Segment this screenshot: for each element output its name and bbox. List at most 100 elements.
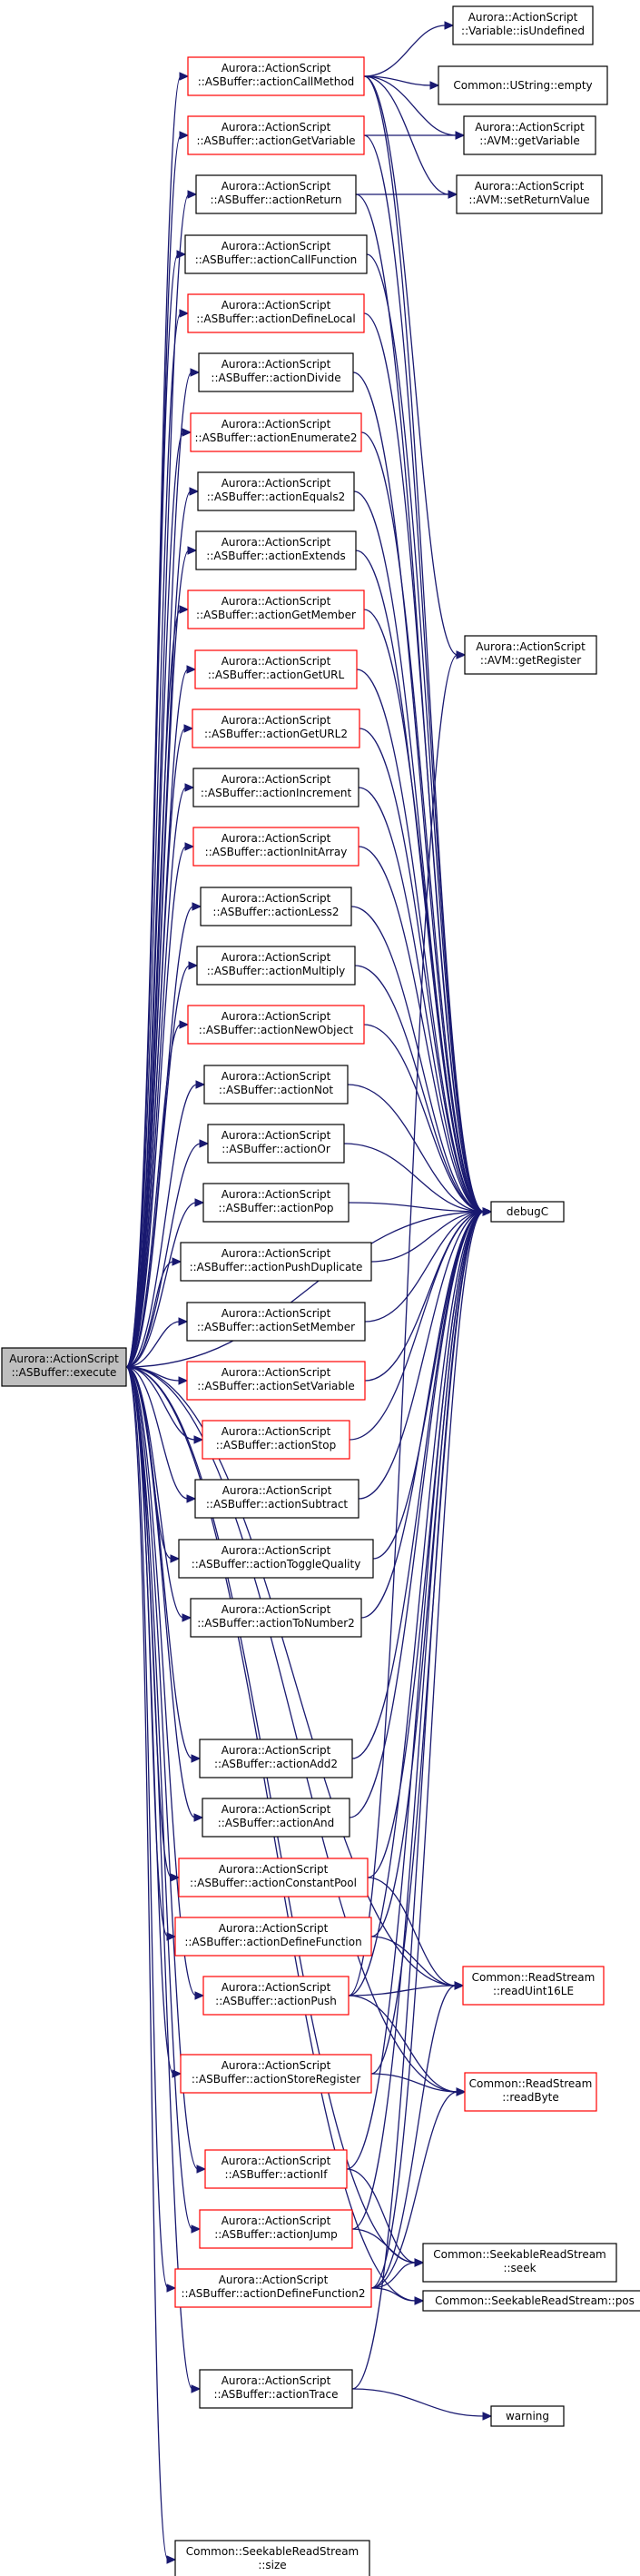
node-label-line: ::ASBuffer::actionExtends bbox=[206, 550, 345, 562]
node-isUndefined[interactable]: Aurora::ActionScript::Variable::isUndefi… bbox=[452, 5, 594, 45]
node-avmSetReturnValue[interactable]: Aurora::ActionScript::AVM::setReturnValu… bbox=[456, 174, 603, 214]
node-actionCallFunction[interactable]: Aurora::ActionScript::ASBuffer::actionCa… bbox=[184, 234, 368, 274]
node-actionIncrement[interactable]: Aurora::ActionScript::ASBuffer::actionIn… bbox=[192, 768, 359, 807]
node-actionToNumber2[interactable]: Aurora::ActionScript::ASBuffer::actionTo… bbox=[190, 1598, 362, 1638]
node-actionLess2[interactable]: Aurora::ActionScript::ASBuffer::actionLe… bbox=[200, 887, 352, 926]
node-pos[interactable]: Common::SeekableReadStream::pos bbox=[422, 2290, 640, 2312]
node-actionStop[interactable]: Aurora::ActionScript::ASBuffer::actionSt… bbox=[202, 1420, 350, 1460]
node-actionGetMember[interactable]: Aurora::ActionScript::ASBuffer::actionGe… bbox=[187, 590, 365, 629]
edge-line bbox=[348, 654, 458, 1996]
node-label-line: Aurora::ActionScript bbox=[222, 2059, 331, 2072]
node-label-line: ::ASBuffer::actionNot bbox=[219, 1084, 333, 1096]
node-label-line: Aurora::ActionScript bbox=[222, 1129, 331, 1142]
node-label-line: ::ASBuffer::actionEquals2 bbox=[207, 490, 346, 503]
node-label-line: ::ASBuffer::actionDefineLocal bbox=[196, 312, 355, 325]
node-label-line: Aurora::ActionScript bbox=[222, 2214, 331, 2227]
node-avmGetRegister[interactable]: Aurora::ActionScript::AVM::getRegister bbox=[464, 635, 597, 675]
node-actionJump[interactable]: Aurora::ActionScript::ASBuffer::actionJu… bbox=[199, 2209, 353, 2249]
node-label-line: Aurora::ActionScript bbox=[222, 62, 331, 74]
node-actionIf[interactable]: Aurora::ActionScript::ASBuffer::actionIf bbox=[204, 2149, 348, 2189]
edge-line bbox=[348, 1202, 485, 1213]
node-debugC[interactable]: debugC bbox=[490, 1201, 565, 1223]
edge-line bbox=[351, 1211, 485, 2230]
node-actionGetVariable[interactable]: Aurora::ActionScript::ASBuffer::actionGe… bbox=[187, 115, 365, 155]
edge-line bbox=[370, 1211, 485, 2289]
node-actionToggleQuality[interactable]: Aurora::ActionScript::ASBuffer::actionTo… bbox=[178, 1539, 374, 1579]
edge-arrowhead bbox=[178, 1317, 189, 1326]
node-label-line: Aurora::ActionScript bbox=[476, 640, 586, 653]
node-actionSubtract[interactable]: Aurora::ActionScript::ASBuffer::actionSu… bbox=[194, 1479, 359, 1519]
node-actionNewObject[interactable]: Aurora::ActionScript::ASBuffer::actionNe… bbox=[187, 1005, 365, 1045]
edge-execute-to-size bbox=[125, 1366, 177, 2564]
node-actionCallMethod[interactable]: Aurora::ActionScript::ASBuffer::actionCa… bbox=[187, 56, 365, 96]
node-readUint16LE[interactable]: Common::ReadStream::readUint16LE bbox=[462, 1966, 605, 2006]
node-seek[interactable]: Common::SeekableReadStream::seek bbox=[422, 2243, 617, 2283]
node-actionOr[interactable]: Aurora::ActionScript::ASBuffer::actionOr bbox=[207, 1124, 345, 1164]
node-box bbox=[174, 2540, 370, 2576]
node-label-line: Aurora::ActionScript bbox=[222, 1188, 331, 1201]
edge-arrowhead bbox=[444, 21, 455, 30]
node-actionPushDuplicate[interactable]: Aurora::ActionScript::ASBuffer::actionPu… bbox=[180, 1242, 372, 1282]
node-label-line: ::Variable::isUndefined bbox=[461, 25, 585, 37]
edge-line bbox=[125, 1366, 197, 1996]
edge-actionCallMethod-to-isUndefined bbox=[363, 21, 455, 77]
node-actionDivide[interactable]: Aurora::ActionScript::ASBuffer::actionDi… bbox=[198, 352, 354, 392]
node-actionAnd[interactable]: Aurora::ActionScript::ASBuffer::actionAn… bbox=[202, 1798, 350, 1838]
node-ustringEmpty[interactable]: Common::UString::empty bbox=[438, 65, 608, 105]
node-label-line: Aurora::ActionScript bbox=[222, 832, 331, 845]
edge-line bbox=[360, 431, 485, 1213]
node-actionReturn[interactable]: Aurora::ActionScript::ASBuffer::actionRe… bbox=[195, 174, 357, 214]
node-actionSetVariable[interactable]: Aurora::ActionScript::ASBuffer::actionSe… bbox=[186, 1361, 366, 1401]
node-actionMultiply[interactable]: Aurora::ActionScript::ASBuffer::actionMu… bbox=[196, 946, 356, 986]
edge-arrowhead bbox=[179, 605, 190, 614]
node-actionGetURL2[interactable]: Aurora::ActionScript::ASBuffer::actionGe… bbox=[192, 708, 360, 748]
edge-arrowhead bbox=[183, 724, 194, 733]
edge-line bbox=[364, 1211, 485, 1323]
node-actionAdd2[interactable]: Aurora::ActionScript::ASBuffer::actionAd… bbox=[199, 1739, 353, 1778]
node-actionConstantPool[interactable]: Aurora::ActionScript::ASBuffer::actionCo… bbox=[178, 1858, 369, 1897]
node-actionEnumerate2[interactable]: Aurora::ActionScript::ASBuffer::actionEn… bbox=[190, 412, 362, 452]
edge-arrowhead bbox=[182, 1613, 192, 1622]
edge-line bbox=[349, 1211, 485, 1818]
node-size[interactable]: Common::SeekableReadStream::size bbox=[174, 2540, 370, 2576]
edge-line bbox=[125, 550, 190, 1368]
edge-arrowhead bbox=[166, 2555, 177, 2564]
node-label-line: Aurora::ActionScript bbox=[219, 1863, 329, 1876]
edge-line bbox=[352, 372, 485, 1213]
edge-line bbox=[125, 1366, 184, 1619]
node-warning[interactable]: warning bbox=[490, 2405, 565, 2427]
node-actionGetURL[interactable]: Aurora::ActionScript::ASBuffer::actionGe… bbox=[194, 649, 358, 689]
edge-line bbox=[125, 1366, 174, 2075]
node-actionNot[interactable]: Aurora::ActionScript::ASBuffer::actionNo… bbox=[203, 1065, 349, 1105]
edge-arrowhead bbox=[194, 1198, 205, 1207]
edge-execute-to-actionNot bbox=[125, 1080, 206, 1368]
node-actionExtends[interactable]: Aurora::ActionScript::ASBuffer::actionEx… bbox=[195, 530, 357, 570]
node-label-line: Aurora::ActionScript bbox=[222, 1366, 331, 1379]
edge-line bbox=[347, 1084, 485, 1213]
edge-line bbox=[125, 1261, 174, 1368]
edge-arrowhead bbox=[186, 665, 197, 674]
edge-line bbox=[125, 1366, 193, 2230]
node-execute[interactable]: Aurora::ActionScript::ASBuffer::execute bbox=[1, 1347, 127, 1387]
node-box bbox=[452, 5, 594, 45]
node-avmGetVariable[interactable]: Aurora::ActionScript::AVM::getVariable bbox=[463, 115, 596, 155]
node-actionDefineFunction2[interactable]: Aurora::ActionScript::ASBuffer::actionDe… bbox=[174, 2268, 372, 2308]
node-actionDefineLocal[interactable]: Aurora::ActionScript::ASBuffer::actionDe… bbox=[187, 293, 365, 333]
node-box bbox=[192, 827, 359, 867]
node-actionSetMember[interactable]: Aurora::ActionScript::ASBuffer::actionSe… bbox=[186, 1302, 366, 1342]
node-actionPop[interactable]: Aurora::ActionScript::ASBuffer::actionPo… bbox=[202, 1183, 350, 1223]
node-readByte[interactable]: Common::ReadStream::readByte bbox=[464, 2072, 597, 2112]
node-actionDefineFunction[interactable]: Aurora::ActionScript::ASBuffer::actionDe… bbox=[174, 1917, 372, 1957]
edge-actionCallFunction-to-debugC bbox=[366, 253, 493, 1216]
edge-line bbox=[359, 728, 485, 1213]
node-actionEquals2[interactable]: Aurora::ActionScript::ASBuffer::actionEq… bbox=[197, 471, 355, 511]
node-actionStoreRegister[interactable]: Aurora::ActionScript::ASBuffer::actionSt… bbox=[180, 2054, 372, 2094]
node-actionTrace[interactable]: Aurora::ActionScript::ASBuffer::actionTr… bbox=[199, 2369, 353, 2409]
edge-execute-to-actionTrace bbox=[125, 1366, 202, 2393]
edge-line bbox=[363, 134, 485, 1213]
node-actionPush[interactable]: Aurora::ActionScript::ASBuffer::actionPu… bbox=[202, 1976, 350, 2016]
node-box bbox=[174, 1917, 372, 1957]
node-actionInitArray[interactable]: Aurora::ActionScript::ASBuffer::actionIn… bbox=[192, 827, 359, 867]
edge-line bbox=[350, 906, 485, 1213]
edge-actionConstantPool-to-debugC bbox=[367, 1207, 493, 1878]
